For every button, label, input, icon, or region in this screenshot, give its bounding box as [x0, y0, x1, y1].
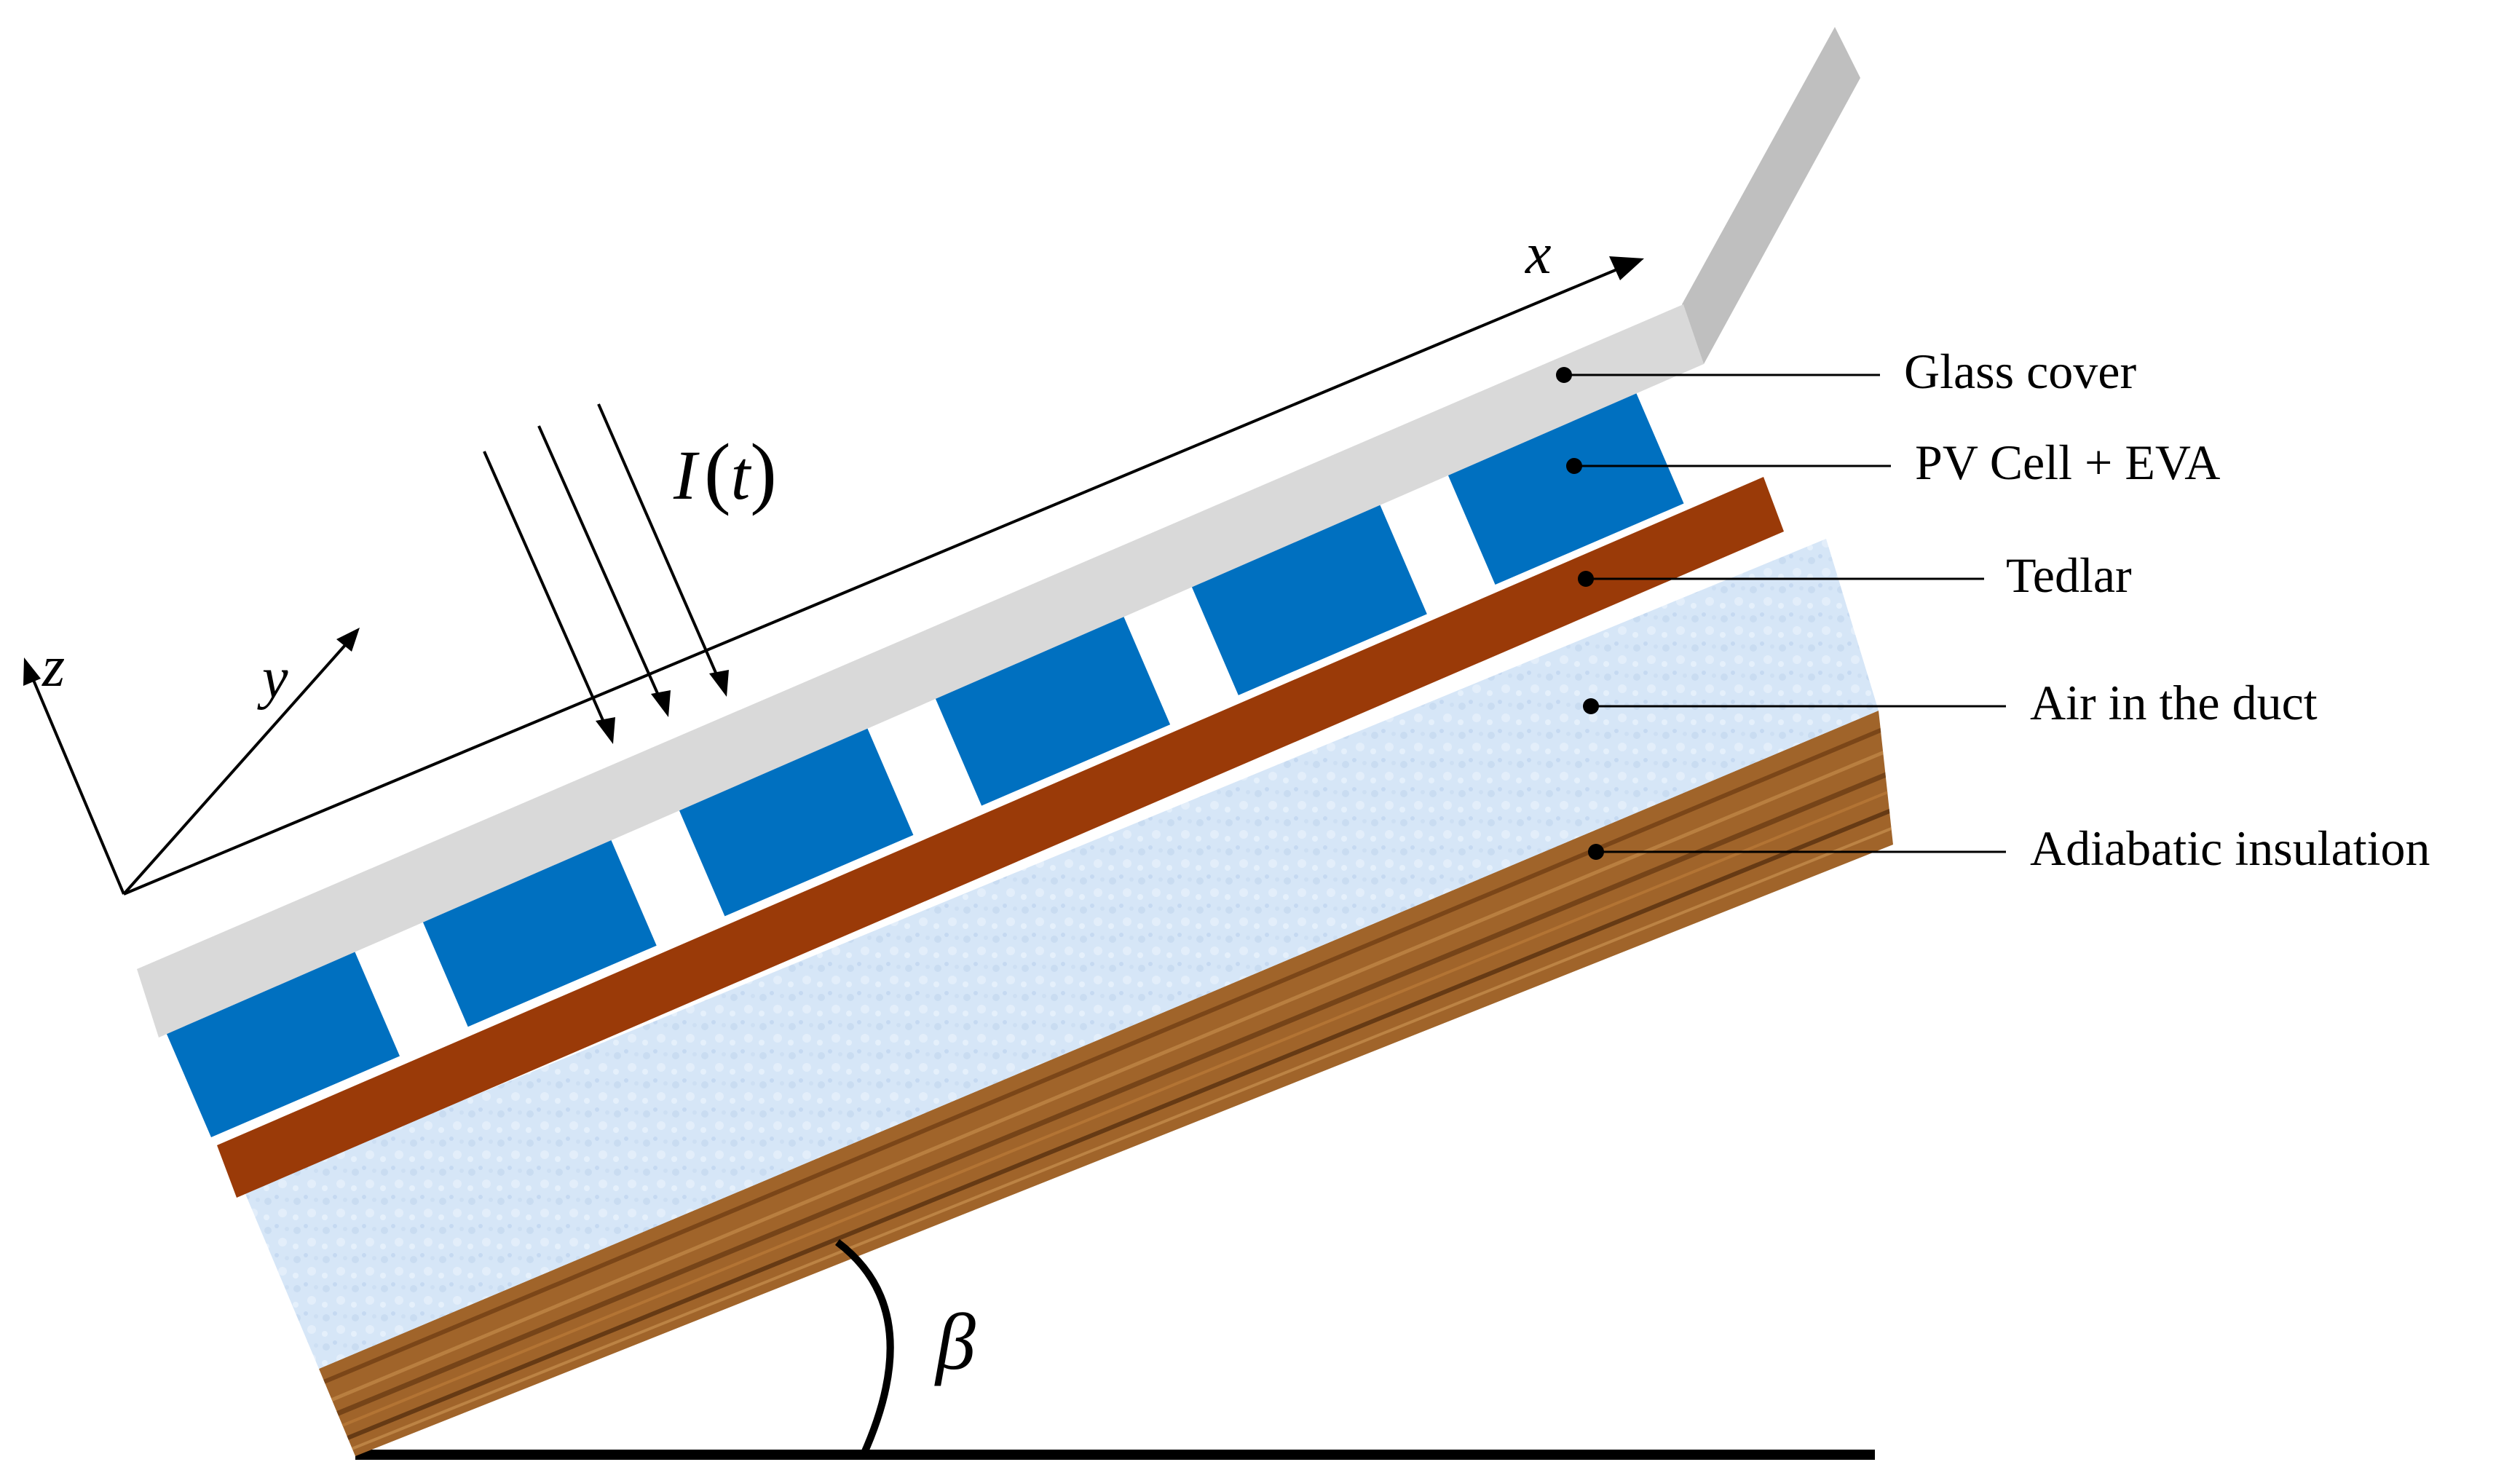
callout-air-duct: Air in the duct [1583, 675, 2318, 730]
label-adiabatic-insulation: Adiabatic insulation [2030, 821, 2430, 876]
irradiance-label: I(t) [673, 427, 777, 516]
callout-pv-cell: PV Cell + EVA [1566, 435, 2220, 490]
label-glass-cover: Glass cover [1904, 344, 2136, 399]
glass-cover-layer [137, 27, 1860, 1038]
y-axis-label: y [257, 647, 288, 711]
pv-cell [929, 602, 1171, 806]
pv-cell [1442, 382, 1684, 585]
x-axis-label: x [1525, 222, 1552, 286]
irradiance-arrows [483, 403, 729, 744]
tilt-angle-arc [834, 1239, 894, 1458]
callout-glass-cover: Glass cover [1556, 344, 2136, 399]
callout-tedlar: Tedlar [1578, 548, 2132, 603]
coordinate-axes [23, 256, 1644, 896]
layer-callouts: Glass cover PV Cell + EVA Tedlar Air in … [1556, 344, 2430, 876]
z-axis-label: z [42, 635, 65, 699]
pv-cell [1185, 492, 1427, 695]
label-tedlar: Tedlar [2006, 548, 2132, 603]
callout-insulation: Adiabatic insulation [1588, 821, 2430, 876]
pv-cell [159, 934, 400, 1137]
pv-cell-group [159, 382, 1684, 1137]
pv-cell [672, 713, 914, 917]
tedlar-layer [217, 477, 1784, 1198]
pv-cell [415, 823, 657, 1027]
air-duct-layer [244, 539, 1879, 1369]
tilt-angle-symbol: β [934, 1297, 976, 1386]
label-air-duct: Air in the duct [2030, 675, 2318, 730]
label-pv-cell-eva: PV Cell + EVA [1915, 435, 2220, 490]
insulation-layer [319, 711, 1893, 1456]
